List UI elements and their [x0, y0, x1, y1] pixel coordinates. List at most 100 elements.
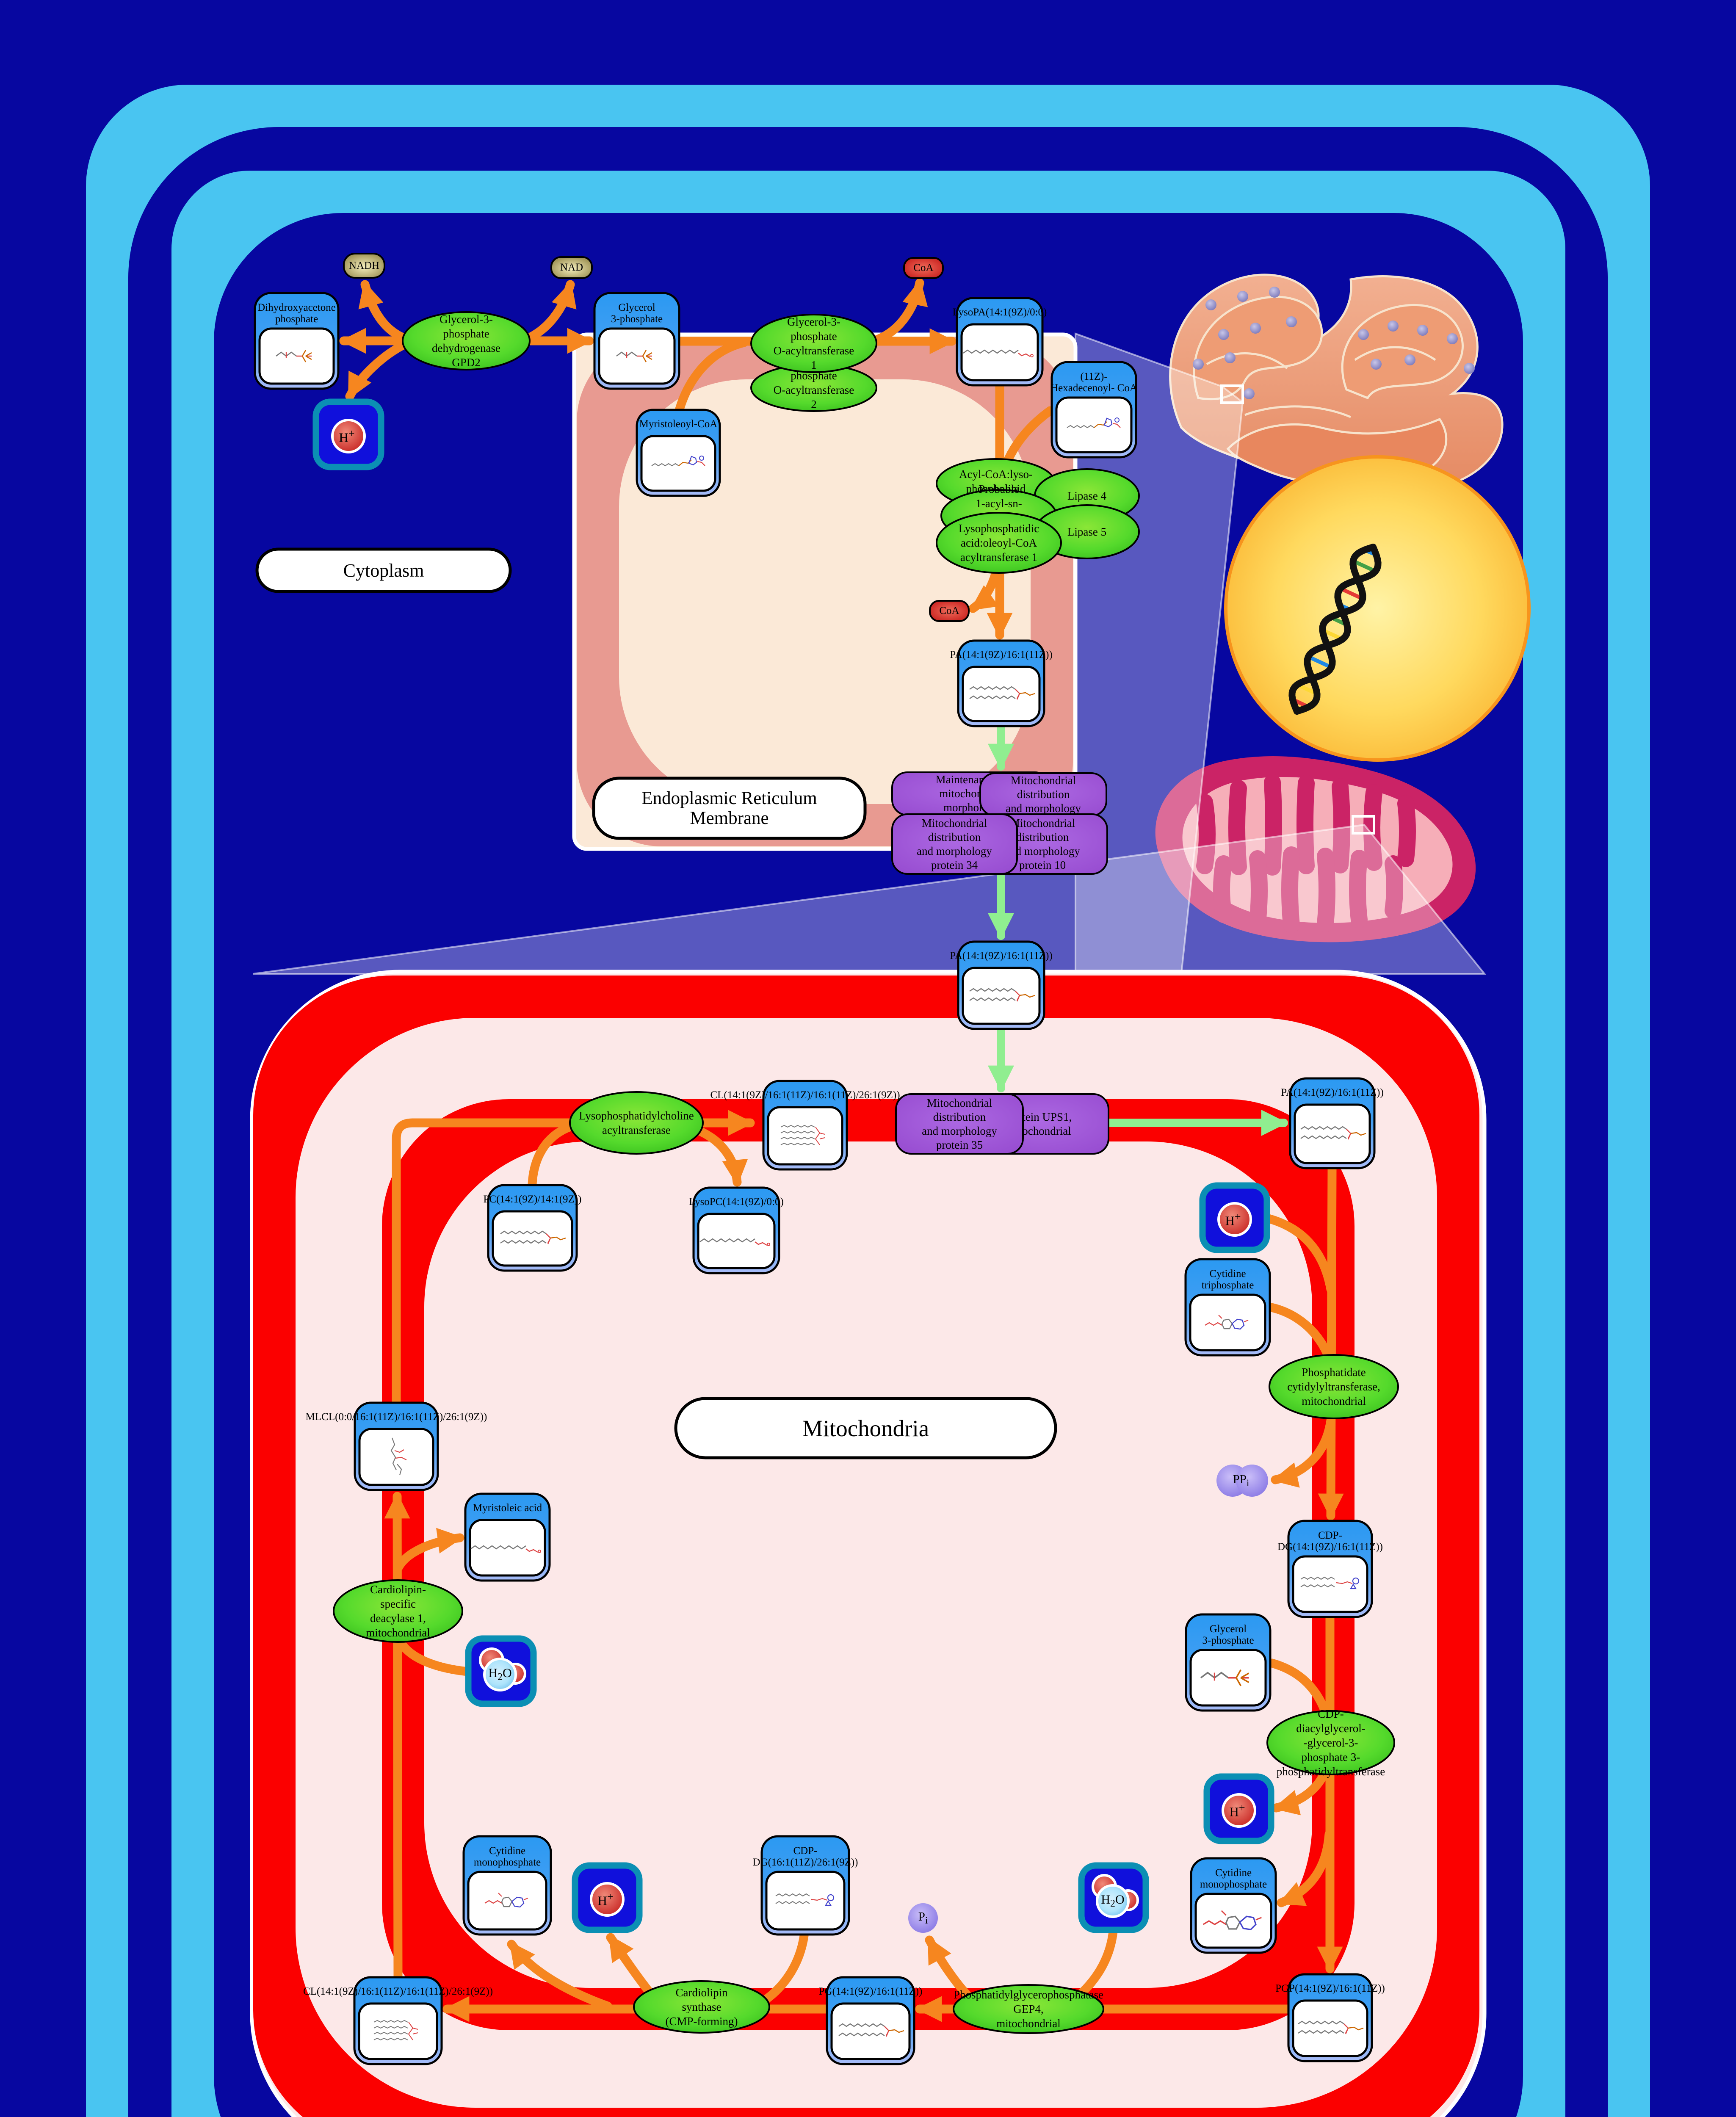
metabolite-node-dhap[interactable]: Dihydroxyacetone phosphate [185, 292, 408, 390]
reaction-arrow [1271, 1416, 1335, 1488]
enzyme-node-gpd2[interactable] [402, 311, 531, 370]
metabolite-node-myr_coa[interactable]: Myristoleoyl-CoA [567, 409, 790, 497]
pyrophosphate-sphere [1236, 1465, 1268, 1497]
metabolite-structure-window-ctp [1189, 1293, 1266, 1351]
compartment-label-mitochondria: Mitochondria [802, 1415, 929, 1441]
metabolite-structure-window-cl_top [767, 1106, 843, 1166]
proton-charge: + [607, 1890, 614, 1903]
water-node-h2o_b[interactable]: H2O [1078, 1862, 1149, 1933]
metabolite-structure-window-cdpdg_b [765, 1871, 846, 1931]
water-sphere [483, 1658, 517, 1691]
reaction-arrow [528, 1119, 584, 1189]
proton-sphere [1217, 1202, 1252, 1237]
proton-node-hplus_r2[interactable]: H+ [1203, 1773, 1274, 1844]
proton-label-hplus_cyto: H+ [326, 421, 368, 451]
enzyme-node-cls[interactable] [633, 1980, 770, 2034]
metabolite-node-pa_right[interactable]: PA(14:1(9Z)/16:1(11Z)) [1220, 1077, 1444, 1169]
metabolite-label-pa_er: PA(14:1(9Z)/16:1(11Z)) [950, 649, 1053, 661]
metabolite-node-pc[interactable]: PC(14:1(9Z)/14:1(9Z)) [418, 1184, 647, 1272]
water-sphere [1096, 1884, 1130, 1918]
metabolite-label-cmp_b: Cytidine monophosphate [473, 1845, 541, 1868]
cofactor-pill-coa_mid[interactable] [929, 600, 970, 622]
enzyme-node-lclat[interactable] [569, 1091, 704, 1155]
metabolite-node-cl_bottom[interactable]: CL(14:1(9Z)/16:1(11Z)/16:1(11Z)/26:1(9Z)… [285, 1976, 511, 2065]
metabolite-node-myr_acid[interactable]: Myristoleic acid [395, 1492, 619, 1582]
transporter-label-mdm34: Mitochondrial distribution and morpholog… [917, 816, 992, 871]
proton-charge: + [1234, 1210, 1241, 1223]
water-h: H [488, 1666, 498, 1680]
cofactor-pill-coa_top[interactable] [903, 257, 944, 279]
proton-charge: + [1238, 1801, 1245, 1814]
ppi-sub: i [1246, 1477, 1249, 1488]
enzyme-node-gpat1[interactable] [750, 314, 877, 373]
metabolite-node-lysopa[interactable]: LysoPA(14:1(9Z)/0:0) [887, 297, 1112, 387]
compartment-pill-cytoplasm [255, 547, 512, 593]
metabolite-node-hex_coa[interactable]: (11Z)- Hexadecenoyl- CoA [982, 361, 1206, 459]
metabolite-structure-window-cmp_r [1194, 1893, 1272, 1949]
metabolite-label-g3p_mito: Glycerol 3-phosphate [1202, 1623, 1254, 1646]
enzyme-label-gpat1: Glycerol-3- phosphate O-acyltransferase … [773, 315, 854, 371]
metabolite-node-cmp_r[interactable]: Cytidine monophosphate [1121, 1857, 1346, 1954]
metabolite-node-cdpdg_b[interactable]: CDP- DG(16:1(11Z)/26:1(9Z)) [692, 1835, 919, 1936]
metabolite-structure-window-pa_er [962, 666, 1041, 722]
proton-node-hplus_cyto[interactable]: H+ [312, 398, 384, 470]
enzyme-node-lpaat1[interactable] [936, 512, 1062, 574]
metabolite-node-pa_er[interactable]: PA(14:1(9Z)/16:1(11Z)) [888, 639, 1114, 727]
pyrophosphate-label-ppi: PPi [1218, 1468, 1264, 1493]
metabolite-label-mlcl: MLCL(0:0/16:1(11Z)/16:1(11Z)/26:1(9Z)) [305, 1411, 487, 1423]
enzyme-node-gep4[interactable] [953, 1984, 1104, 2034]
enzyme-label-lpaat1: Lysophosphatidic acid:oleoyl-CoA acyltra… [958, 522, 1039, 564]
proton-node-hplus_ims[interactable]: H+ [1199, 1182, 1270, 1253]
water-node-h2o_left[interactable]: H2O [465, 1635, 537, 1707]
pyrophosphate-node-ppi[interactable]: PPi [1216, 1465, 1268, 1497]
phosphate-node-pi[interactable]: Pi [904, 1903, 942, 1933]
enzyme-label-lclat: Lysophosphatidylcholine acyltransferase [579, 1109, 694, 1136]
reaction-arrow [1318, 1164, 1344, 1520]
water-two: 2 [498, 1672, 503, 1683]
metabolite-label-hex_coa: (11Z)- Hexadecenoyl- CoA [1050, 371, 1137, 394]
reaction-arrow [396, 1637, 472, 1676]
metabolite-structure-window-pa_right [1294, 1103, 1371, 1164]
proton-sphere [1222, 1793, 1256, 1828]
metabolite-node-ctp[interactable]: Cytidine triphosphate [1116, 1258, 1340, 1357]
metabolite-node-cmp_b[interactable]: Cytidine monophosphate [394, 1835, 621, 1936]
metabolite-node-mlcl[interactable]: MLCL(0:0/16:1(11Z)/16:1(11Z)/26:1(9Z)) [285, 1401, 508, 1491]
metabolite-label-pa_right: PA(14:1(9Z)/16:1(11Z)) [1281, 1086, 1384, 1098]
phosphate-sphere [908, 1903, 938, 1933]
metabolite-node-g3p_mito[interactable]: Glycerol 3-phosphate [1116, 1613, 1340, 1712]
compartment-pill-mitochondria [674, 1397, 1057, 1459]
transporter-node-mdm34[interactable] [891, 813, 1018, 875]
metabolite-node-pa_mid[interactable]: PA(14:1(9Z)/16:1(11Z)) [888, 940, 1114, 1030]
metabolite-node-lysopc[interactable]: LysoPC(14:1(9Z)/0:0) [624, 1186, 849, 1274]
reaction-arrow [345, 339, 410, 401]
er-zoom-marker [1220, 384, 1244, 404]
reaction-arrow [522, 280, 577, 343]
enzyme-node-pct[interactable] [1269, 1354, 1399, 1419]
enzyme-node-cld1[interactable] [333, 1579, 463, 1643]
proton-symbol: H [1225, 1213, 1235, 1228]
er-illustration [1169, 274, 1504, 492]
metabolite-node-cl_top[interactable]: CL(14:1(9Z)/16:1(11Z)/16:1(11Z)/26:1(9Z)… [694, 1080, 917, 1171]
proton-node-hplus_b[interactable]: H+ [572, 1862, 643, 1933]
compartment-label-cytoplasm: Cytoplasm [343, 560, 424, 581]
cofactor-pill-nadh[interactable] [343, 253, 385, 279]
transporter-label-mdm10: Mitochondrial distribution and morpholog… [1005, 816, 1080, 871]
pi-sub: i [925, 1915, 928, 1926]
metabolite-label-cmp_r: Cytidine monophosphate [1200, 1867, 1267, 1890]
enzyme-label-gep4: Phosphatidylglycerophosphatase GEP4, mit… [954, 1988, 1103, 2030]
reaction-arrow [507, 1940, 612, 2011]
metabolite-node-cdpdg_r[interactable]: CDP- DG(14:1(9Z)/16:1(11Z)) [1219, 1520, 1442, 1618]
compartment-pill-er-membrane [592, 777, 867, 840]
transporter-node-mdm35[interactable] [895, 1093, 1024, 1155]
metabolite-node-pgp[interactable]: PGP(14:1(9Z)/16:1(11Z)) [1219, 1973, 1442, 2062]
cofactor-pill-nad[interactable] [550, 256, 593, 279]
metabolite-node-g3p_cyto[interactable]: Glycerol 3-phosphate [525, 292, 749, 390]
metabolite-label-myr_coa: Myristoleoyl-CoA [639, 418, 718, 430]
enzyme-node-pgps[interactable] [1266, 1710, 1395, 1775]
metabolite-label-pa_mid: PA(14:1(9Z)/16:1(11Z)) [950, 950, 1053, 962]
metabolite-node-pg[interactable]: PG(14:1(9Z)/16:1(11Z)) [757, 1976, 984, 2065]
metabolite-label-lysopa: LysoPA(14:1(9Z)/0:0) [952, 306, 1047, 318]
metabolite-label-cdpdg_r: CDP- DG(14:1(9Z)/16:1(11Z)) [1277, 1530, 1383, 1553]
